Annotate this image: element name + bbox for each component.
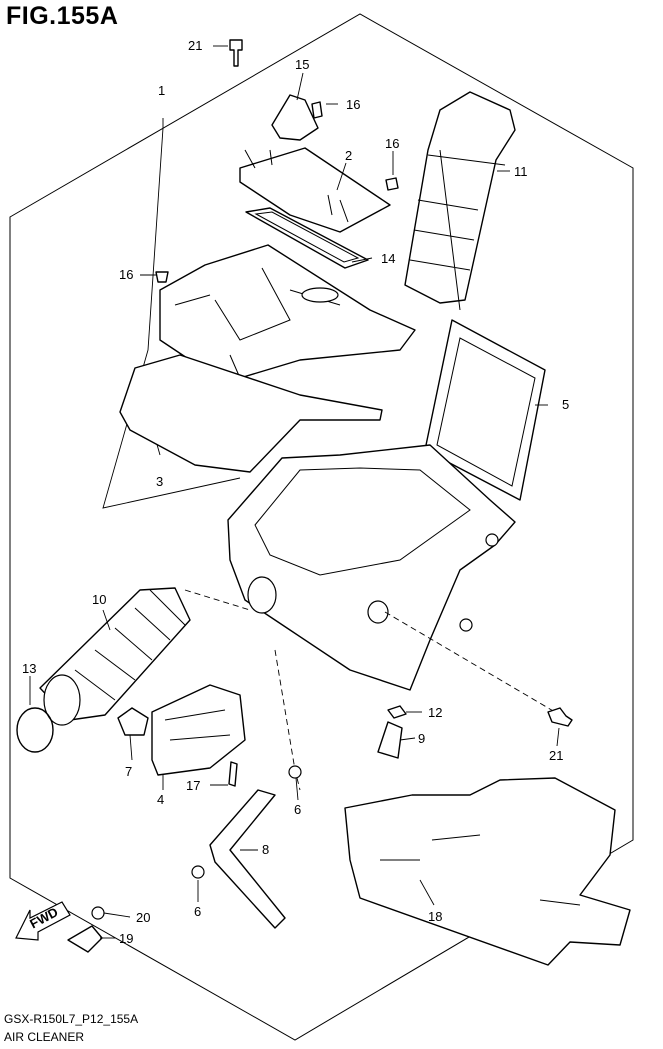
model-code: GSX-R150L7_P12_155A (4, 1012, 139, 1026)
callout-6-lower: 6 (194, 904, 201, 919)
part-12-clip (387, 705, 407, 719)
dashed-guide-2 (184, 589, 251, 611)
part-18-plate-detail (380, 834, 581, 906)
part-9-cap (377, 721, 403, 759)
assembly-boundary (9, 13, 634, 1041)
part-17-screw (228, 761, 238, 787)
lower-case-boss (367, 600, 389, 624)
lower-case-boss-2 (485, 533, 499, 547)
part-14-gasket (245, 207, 369, 269)
part-15-bracket (271, 94, 319, 141)
part-16-screw-b (385, 177, 399, 191)
part-13-clamp (16, 707, 54, 753)
callout-10: 10 (92, 592, 106, 607)
callout-5: 5 (562, 397, 569, 412)
lower-case-inner (254, 467, 471, 576)
callout-9: 9 (418, 731, 425, 746)
lower-case-port (247, 576, 277, 614)
callout-2: 2 (345, 148, 352, 163)
callout-16-b: 16 (385, 136, 399, 151)
part-1-outlet-port (301, 287, 339, 303)
part-18-plate (344, 777, 631, 966)
callout-4: 4 (157, 792, 164, 807)
callout-labels: 21 15 1 16 16 2 11 14 16 5 3 10 13 12 9 … (22, 38, 569, 946)
part-10-inlet-rib (74, 589, 186, 701)
fwd-arrow-icon (15, 901, 71, 941)
part-6-clamp-upper (288, 765, 302, 779)
callout-15: 15 (295, 57, 309, 72)
figure-title: FIG.155A (6, 2, 119, 30)
callout-16-a: 16 (346, 97, 360, 112)
part-1-upper-case (159, 244, 416, 379)
fwd-badge: FWD (15, 901, 71, 941)
part-7-clip (117, 707, 149, 736)
guide-line-1 (102, 118, 241, 509)
callout-13: 13 (22, 661, 36, 676)
part-21-bolt-right (547, 707, 573, 727)
part-16-screw-c (155, 271, 169, 283)
callout-1: 1 (158, 83, 165, 98)
part-10-mouth (43, 674, 81, 726)
part-14-gasket-inner (254, 211, 360, 263)
part-19-plug (67, 925, 103, 953)
lower-case-boss-3 (459, 618, 473, 632)
part-4-cover-detail (164, 709, 231, 741)
callout-19: 19 (119, 931, 133, 946)
part-2-cap-edge (244, 149, 349, 223)
part-3-seal (119, 354, 383, 473)
callout-12: 12 (428, 705, 442, 720)
callout-18: 18 (428, 909, 442, 924)
callout-21-top: 21 (188, 38, 202, 53)
callout-3: 3 (156, 474, 163, 489)
leader-lines (29, 45, 560, 939)
part-20-clamp (91, 906, 105, 920)
callout-7: 7 (125, 764, 132, 779)
part-6-clamp-lower (191, 865, 205, 879)
callout-11: 11 (514, 164, 528, 179)
part-4-cover (151, 684, 246, 776)
part-21-bolt-top (229, 39, 243, 67)
lower-case-body (227, 444, 516, 691)
callout-21-right: 21 (549, 748, 563, 763)
callout-16-c: 16 (119, 267, 133, 282)
part-11-duct-rib (409, 149, 506, 311)
callout-6-upper: 6 (294, 802, 301, 817)
part-8-hose (209, 789, 286, 929)
part-16-screw-a (311, 101, 323, 119)
callout-8: 8 (262, 842, 269, 857)
part-2-cap (239, 147, 391, 233)
part-5-filter-inner (436, 337, 536, 487)
dashed-guide-1 (384, 611, 556, 713)
callout-17: 17 (186, 778, 200, 793)
section-name: AIR CLEANER (4, 1030, 85, 1044)
part-11-duct (404, 91, 516, 304)
callout-14: 14 (381, 251, 395, 266)
callout-20: 20 (136, 910, 150, 925)
